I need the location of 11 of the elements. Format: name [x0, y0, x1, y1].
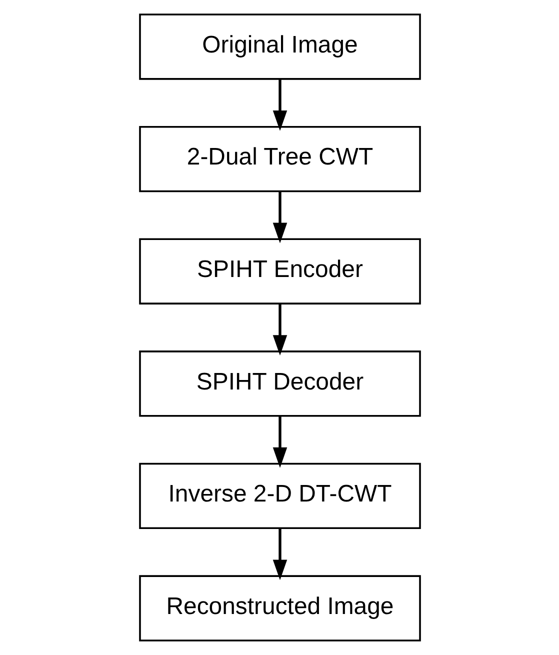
arrow: [272, 528, 287, 580]
node-box: 2-Dual Tree CWT: [138, 126, 420, 192]
arrow: [272, 192, 287, 244]
node-box: Inverse 2-D DT-CWT: [138, 462, 420, 530]
arrow: [272, 304, 287, 356]
arrow: [272, 79, 287, 131]
node-box: SPIHT Encoder: [138, 238, 420, 304]
node-box: Original Image: [138, 14, 420, 80]
node-box: Reconstructed Image: [138, 575, 420, 642]
arrow: [272, 416, 287, 468]
node-box: SPIHT Decoder: [138, 350, 420, 417]
